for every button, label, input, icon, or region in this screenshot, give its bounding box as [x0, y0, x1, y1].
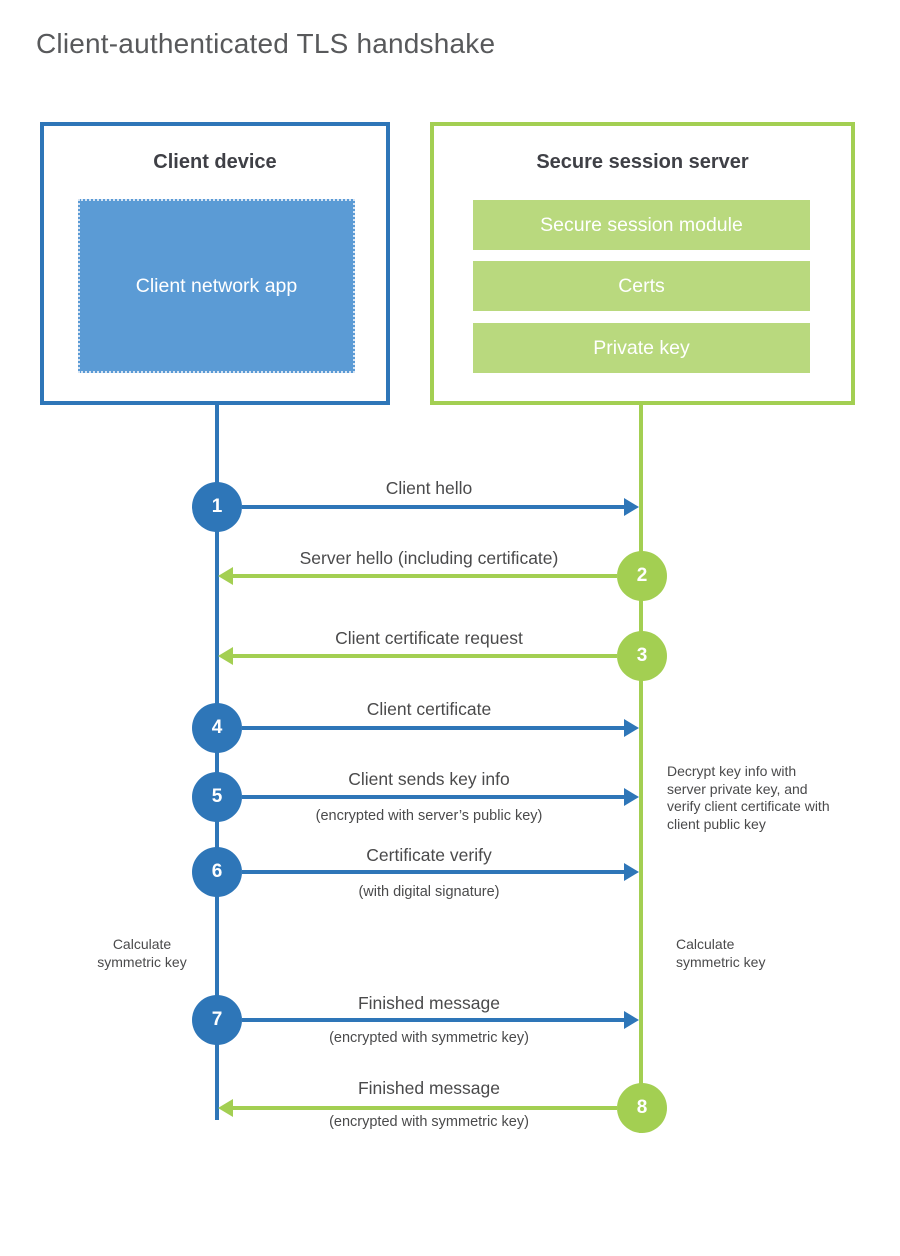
- server-module-certs: Certs: [473, 261, 810, 311]
- arrowhead-right-icon: [624, 498, 639, 516]
- step-7-sublabel: (encrypted with symmetric key): [329, 1030, 529, 1046]
- server-module-private-key: Private key: [473, 323, 810, 373]
- step-8-arrow: [218, 1099, 617, 1117]
- server-lifeline: [639, 403, 643, 1133]
- step-7-arrow: [242, 1011, 639, 1029]
- step-6-sublabel: (with digital signature): [358, 884, 500, 900]
- client-network-app-box: Client network app: [78, 199, 355, 373]
- step-5-label: Client sends key info: [348, 769, 510, 789]
- step-8-label: Finished message: [357, 1078, 501, 1098]
- step-1-badge: 1: [192, 482, 242, 532]
- step-6-label: Certificate verify: [366, 845, 492, 865]
- arrowhead-left-icon: [218, 567, 233, 585]
- client-network-app-label: Client network app: [135, 274, 298, 297]
- step-3-arrow: [218, 647, 617, 665]
- step-5-arrow: [242, 788, 639, 806]
- step-8-badge: 8: [617, 1083, 667, 1133]
- arrow-shaft: [242, 870, 627, 874]
- secure-session-server-title: Secure session server: [536, 151, 749, 173]
- client-calculate-symmetric-key-note: Calculate symmetric key: [97, 936, 187, 970]
- arrowhead-right-icon: [624, 719, 639, 737]
- step-2-badge: 2: [617, 551, 667, 601]
- step-1-label: Client hello: [385, 478, 473, 498]
- step-1-arrow: [242, 498, 639, 516]
- step-5-badge: 5: [192, 772, 242, 822]
- step-5-sublabel: (encrypted with server’s public key): [315, 808, 543, 824]
- step-2-label: Server hello (including certificate): [299, 548, 559, 568]
- step-7-label: Finished message: [357, 993, 501, 1013]
- arrow-shaft: [230, 1106, 617, 1110]
- client-device-title: Client device: [153, 151, 277, 173]
- server-module-secure-session: Secure session module: [473, 200, 810, 250]
- step-8-sublabel: (encrypted with symmetric key): [329, 1114, 529, 1130]
- arrowhead-right-icon: [624, 788, 639, 806]
- arrow-shaft: [242, 1018, 627, 1022]
- arrowhead-right-icon: [624, 1011, 639, 1029]
- step-2-arrow: [218, 567, 617, 585]
- arrow-shaft: [230, 654, 617, 658]
- step-6-arrow: [242, 863, 639, 881]
- arrowhead-left-icon: [218, 1099, 233, 1117]
- client-lifeline: [215, 403, 219, 1120]
- step-7-badge: 7: [192, 995, 242, 1045]
- step-3-badge: 3: [617, 631, 667, 681]
- step-6-badge: 6: [192, 847, 242, 897]
- arrow-shaft: [242, 726, 627, 730]
- step-4-badge: 4: [192, 703, 242, 753]
- arrow-shaft: [242, 795, 627, 799]
- page-title: Client-authenticated TLS handshake: [36, 28, 496, 59]
- step-4-arrow: [242, 719, 639, 737]
- arrow-shaft: [230, 574, 617, 578]
- arrowhead-right-icon: [624, 863, 639, 881]
- step-4-label: Client certificate: [366, 699, 492, 719]
- server-decrypt-note: Decrypt key info with server private key…: [667, 763, 830, 832]
- server-calculate-symmetric-key-note: Calculate symmetric key: [676, 936, 766, 970]
- arrow-shaft: [242, 505, 627, 509]
- arrowhead-left-icon: [218, 647, 233, 665]
- step-3-label: Client certificate request: [335, 628, 523, 648]
